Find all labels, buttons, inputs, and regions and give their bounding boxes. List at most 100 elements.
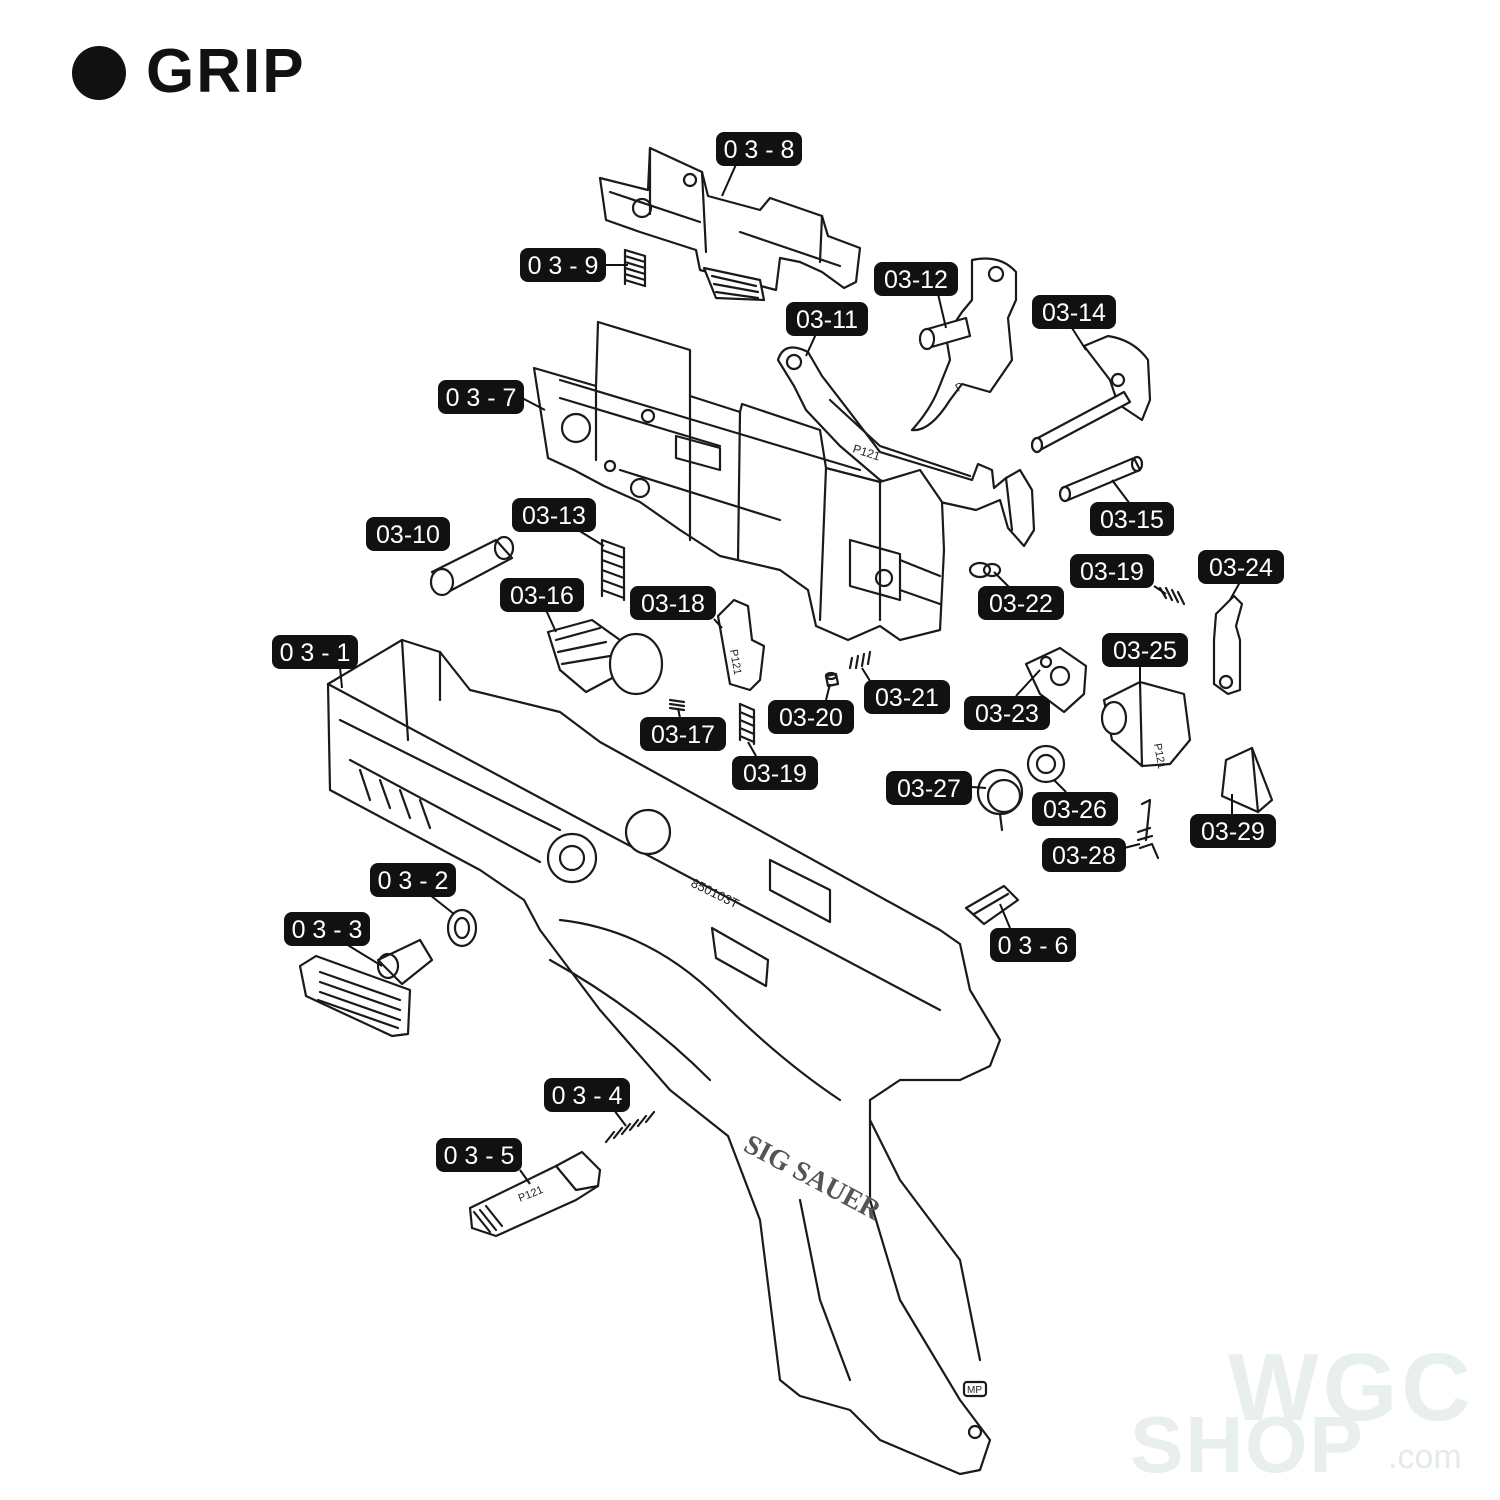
part-03-19-upper-drawing [1158,586,1186,606]
svg-text:03-13: 03-13 [522,502,586,530]
part-03-28-drawing [1136,798,1160,860]
part-label-03-7: 0 3 - 7 [438,380,524,414]
part-label-03-29: 03-29 [1190,814,1276,848]
part-03-12-drawing: P [910,257,1018,432]
svg-text:03-28: 03-28 [1052,842,1116,870]
svg-text:0 3 - 5: 0 3 - 5 [444,1142,515,1170]
sear-stamp: P121 [1151,742,1167,769]
part-03-21-drawing [848,650,872,670]
svg-text:03-11: 03-11 [796,306,858,334]
part-03-4-drawing [604,1110,656,1144]
part-label-03-5: 0 3 - 5 [436,1138,522,1172]
svg-text:03-25: 03-25 [1113,637,1177,665]
part-label-03-9: 0 3 - 9 [520,248,606,282]
svg-text:0 3 - 7: 0 3 - 7 [446,384,517,412]
watermark-line1: WGC [1228,1334,1475,1441]
diagram-title: GRIP [146,37,306,106]
svg-text:03-22: 03-22 [989,590,1053,618]
part-label-03-26: 03-26 [1032,792,1118,826]
part-label-03-17: 03-17 [640,717,726,751]
part-label-03-18: 03-18 [630,586,716,620]
grip-badge: MP [967,1385,982,1396]
svg-text:0 3 - 9: 0 3 - 9 [528,252,599,280]
part-label-03-3: 0 3 - 3 [284,912,370,946]
part-label-03-10: 03-10 [366,517,450,551]
part-label-03-14: 03-14 [1032,295,1116,329]
part-03-5-drawing: P121 [468,1150,602,1238]
part-label-03-21: 03-21 [864,680,950,714]
svg-text:0 3 - 8: 0 3 - 8 [724,136,795,164]
part-03-1-drawing: 850103T SIG SAUER MP [326,638,1002,1476]
part-label-03-15: 03-15 [1090,502,1174,536]
part-03-11-drawing: P121 [776,346,1036,548]
part-label-03-19-upper: 03-19 [1070,554,1154,588]
svg-text:03-14: 03-14 [1042,299,1106,327]
svg-text:03-16: 03-16 [510,582,574,610]
svg-text:03-21: 03-21 [875,684,939,712]
svg-text:03-17: 03-17 [651,721,715,749]
part-label-03-8: 0 3 - 8 [716,132,802,166]
svg-text:03-18: 03-18 [641,590,705,618]
part-03-23-drawing [1024,646,1088,714]
svg-text:0 3 - 4: 0 3 - 4 [552,1082,623,1110]
part-label-03-24: 03-24 [1198,550,1284,584]
part-03-3-drawing [298,938,434,1038]
title-bullet-icon [72,46,126,100]
svg-text:0 3 - 6: 0 3 - 6 [998,932,1069,960]
part-label-03-25: 03-25 [1102,633,1188,667]
part-label-03-12: 03-12 [874,262,958,296]
part-03-18-drawing: P121 [716,598,766,692]
part-03-8-drawing [598,146,862,302]
part-label-03-19-lower: 03-19 [732,756,818,790]
svg-text:03-15: 03-15 [1100,506,1164,534]
part-03-14-drawing [1030,334,1152,454]
svg-text:0 3 - 2: 0 3 - 2 [378,867,449,895]
svg-text:03-12: 03-12 [884,266,948,294]
disconnector-stamp: P121 [727,648,743,675]
svg-text:03-27: 03-27 [897,775,961,803]
svg-text:03-19: 03-19 [1080,558,1144,586]
part-03-29-drawing [1220,746,1274,814]
part-03-25-drawing: P121 [1100,680,1192,770]
part-label-03-1: 0 3 - 1 [272,635,358,669]
part-03-19-lower-drawing [738,702,756,746]
part-03-20-drawing [824,671,840,688]
part-03-10-drawing [429,535,515,597]
part-label-03-28: 03-28 [1042,838,1126,872]
part-03-24-drawing [1212,594,1244,696]
svg-text:03-23: 03-23 [975,700,1039,728]
svg-text:03-26: 03-26 [1043,796,1107,824]
svg-text:03-10: 03-10 [376,521,440,549]
part-03-22-drawing [968,561,1002,579]
part-label-03-13: 03-13 [512,498,596,532]
part-label-03-20: 03-20 [768,700,854,734]
part-03-17-drawing [668,698,686,712]
svg-text:0 3 - 3: 0 3 - 3 [292,916,363,944]
part-03-2-drawing [446,908,478,948]
svg-text:03-19: 03-19 [743,760,807,788]
svg-text:0 3 - 1: 0 3 - 1 [280,639,351,667]
part-03-26-drawing [1026,744,1066,784]
watermark-suffix: .com [1388,1438,1462,1476]
part-03-16-drawing [546,618,664,696]
part-label-03-22: 03-22 [978,586,1064,620]
part-label-03-4: 0 3 - 4 [544,1078,630,1112]
part-03-15-drawing [1058,455,1144,503]
svg-text:03-29: 03-29 [1201,818,1265,846]
part-label-03-11: 03-11 [786,302,868,336]
svg-text:03-20: 03-20 [779,704,843,732]
part-label-03-27: 03-27 [886,771,972,805]
part-label-03-6: 0 3 - 6 [990,928,1076,962]
part-03-6-drawing [964,884,1020,926]
part-03-27-drawing [976,768,1024,832]
watermark-line2: SHOP [1130,1400,1365,1489]
part-label-03-23: 03-23 [964,696,1050,730]
part-03-9-drawing [623,248,647,288]
leader-lines [339,159,1241,1185]
part-03-13-drawing [600,538,626,602]
part-03-7-drawing [532,320,946,642]
svg-text:03-24: 03-24 [1209,554,1273,582]
part-label-03-2: 0 3 - 2 [370,863,456,897]
part-label-03-16: 03-16 [500,578,584,612]
